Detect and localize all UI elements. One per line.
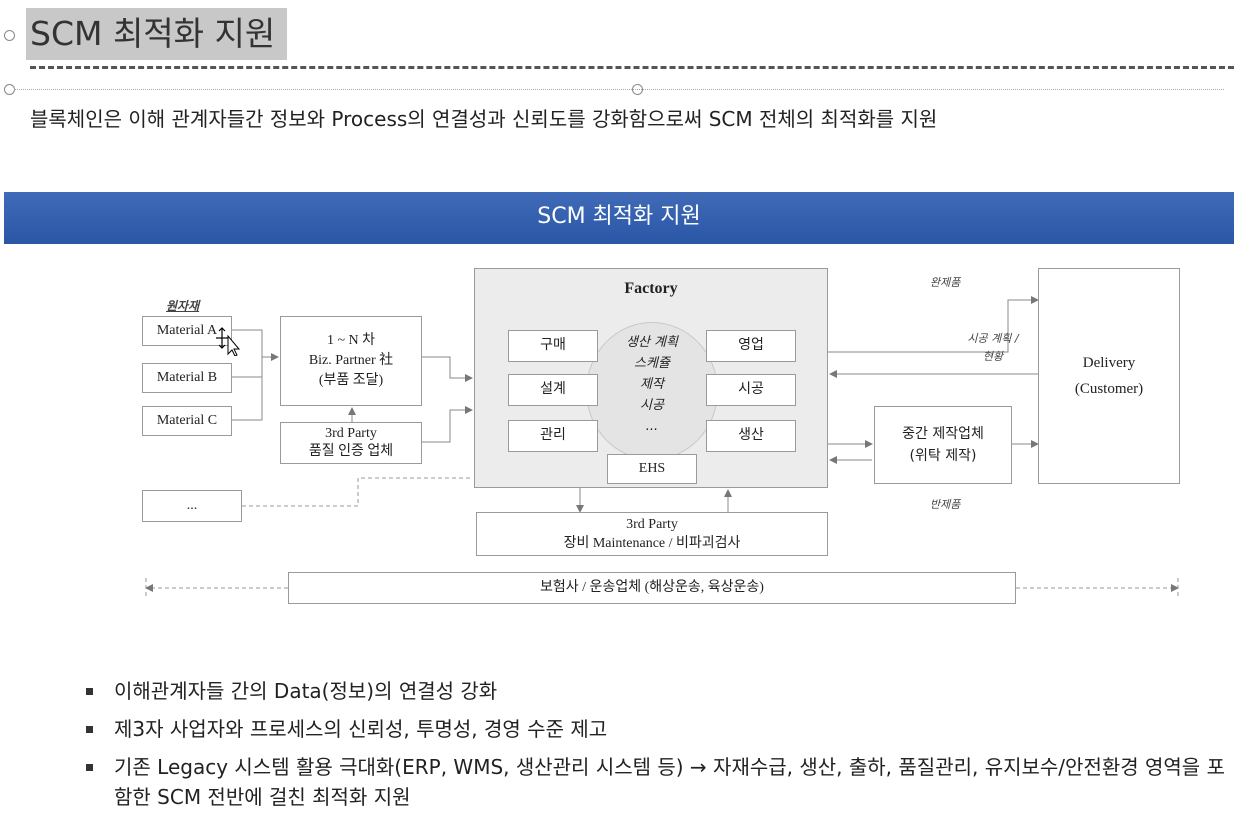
bullet-icon: [86, 764, 93, 771]
material-a-box: Material A: [142, 316, 232, 346]
center-item: 생산 계획: [626, 335, 678, 350]
diagram-header: SCM 최적화 지원: [4, 192, 1234, 244]
quality-cert-box: 3rd Party 품질 인증 업체: [280, 422, 422, 464]
ehs-box: EHS: [607, 454, 697, 484]
intermediate-line1: 중간 제작업체: [902, 426, 984, 442]
bullet-text: 이해관계자들 간의 Data(정보)의 연결성 강화: [114, 679, 498, 703]
material-c-box: Material C: [142, 406, 232, 436]
dept-sales: 영업: [706, 330, 796, 362]
insurance-transport-box: 보험사 / 운송업체 (해상운송, 육상운송): [288, 572, 1016, 604]
dept-production: 생산: [706, 420, 796, 452]
quality-line1: 3rd Party: [325, 426, 377, 441]
maint-line1: 3rd Party: [626, 517, 678, 532]
other-material-box: ...: [142, 490, 242, 522]
semi-finished-label: 반제품: [930, 498, 961, 511]
factory-title: Factory: [624, 280, 678, 297]
title-divider: [30, 66, 1234, 69]
center-item: 시공: [640, 398, 664, 413]
factory-center-text: 생산 계획 스케쥴 제작 시공 ...: [596, 332, 708, 437]
bullet-item: 제3자 사업자와 프로세스의 신뢰성, 투명성, 경영 수준 제고: [86, 714, 1226, 744]
biz-partner-box: 1 ~ N 차 Biz. Partner 社 (부품 조달): [280, 316, 422, 406]
partner-line1: 1 ~ N 차: [326, 333, 376, 348]
intermediate-line2: (위탁 제작): [909, 448, 977, 464]
delivery-box: Delivery (Customer): [1038, 268, 1180, 484]
bullet-item: 기존 Legacy 시스템 활용 극대화(ERP, WMS, 생산관리 시스템 …: [86, 752, 1226, 812]
material-b-box: Material B: [142, 363, 232, 393]
plan-status-label: 시공 계획 / 현황: [948, 330, 1038, 366]
delivery-line1: Delivery: [1082, 355, 1136, 371]
center-item: 제작: [640, 377, 664, 392]
maint-line2: 장비 Maintenance / 비파괴검사: [563, 536, 741, 551]
move-cursor-icon: [216, 327, 241, 356]
dept-purchase: 구매: [508, 330, 598, 362]
selection-border: [14, 89, 1224, 90]
dept-management: 관리: [508, 420, 598, 452]
bullet-item: 이해관계자들 간의 Data(정보)의 연결성 강화: [86, 676, 1226, 706]
intermediate-manufacturer-box: 중간 제작업체 (위탁 제작): [874, 406, 1012, 484]
partner-line2: Biz. Partner 社: [308, 353, 394, 368]
finished-goods-label: 완제품: [930, 276, 961, 289]
plan-status-line2: 현황: [982, 350, 1004, 363]
bullet-icon: [86, 726, 93, 733]
partner-line3: (부품 조달): [318, 373, 384, 388]
selection-handle[interactable]: [4, 30, 15, 41]
slide-title: SCM 최적화 지원: [26, 8, 288, 60]
center-item: 스케쥴: [634, 356, 670, 371]
quality-line2: 품질 인증 업체: [308, 444, 394, 459]
raw-material-label: 원자재: [166, 299, 200, 313]
bullet-text: 기존 Legacy 시스템 활용 극대화(ERP, WMS, 생산관리 시스템 …: [114, 755, 1225, 809]
bullet-list: 이해관계자들 간의 Data(정보)의 연결성 강화 제3자 사업자와 프로세스…: [86, 676, 1226, 820]
maintenance-box: 3rd Party 장비 Maintenance / 비파괴검사: [476, 512, 828, 556]
plan-status-line1: 시공 계획 /: [967, 332, 1019, 345]
slide-subtitle: 블록체인은 이해 관계자들간 정보와 Process의 연결성과 신뢰도를 강화…: [30, 107, 938, 131]
dept-construction: 시공: [706, 374, 796, 406]
dept-design: 설계: [508, 374, 598, 406]
bullet-icon: [86, 688, 93, 695]
center-item: ...: [645, 419, 659, 434]
bullet-text: 제3자 사업자와 프로세스의 신뢰성, 투명성, 경영 수준 제고: [114, 717, 608, 741]
factory-center-ellipse: [586, 322, 718, 460]
delivery-line2: (Customer): [1074, 381, 1144, 397]
